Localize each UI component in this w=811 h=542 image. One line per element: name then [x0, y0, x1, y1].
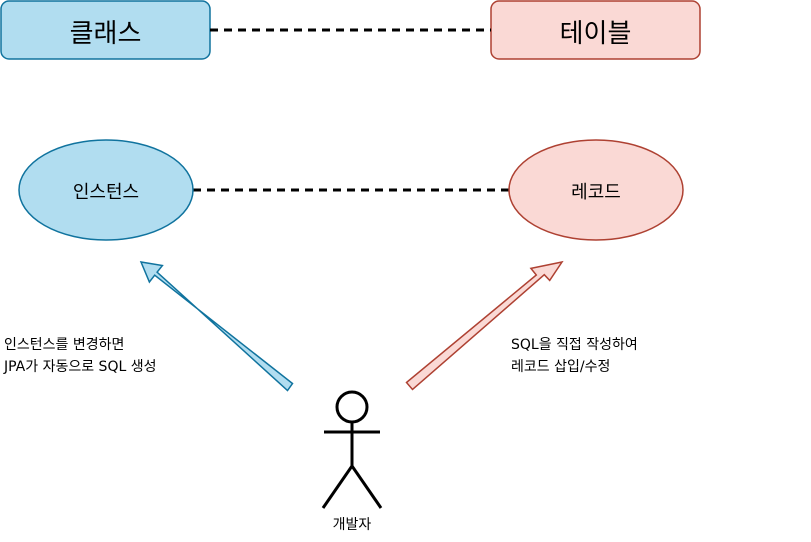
right-note: SQL을 직접 작성하여 레코드 삽입/수정	[511, 334, 638, 378]
instance-ellipse-label: 인스턴스	[72, 182, 140, 203]
table-box-label: 테이블	[559, 19, 632, 49]
record-ellipse[interactable]	[508, 139, 684, 241]
right-arrow	[405, 260, 564, 391]
left-note-line1: 인스턴스를 변경하면	[4, 337, 125, 353]
left-note-line2: JPA가 자동으로 SQL 생성	[4, 359, 157, 375]
actor-right-leg	[350, 465, 383, 509]
instance-ellipse[interactable]	[18, 139, 194, 241]
actor-figure	[321, 390, 383, 509]
actor-head	[335, 390, 369, 424]
right-note-line1: SQL을 직접 작성하여	[511, 337, 638, 353]
left-note: 인스턴스를 변경하면 JPA가 자동으로 SQL 생성	[4, 334, 156, 378]
right-note-line2: 레코드 삽입/수정	[511, 359, 611, 375]
left-arrow	[139, 261, 294, 392]
record-ellipse-label: 레코드	[571, 182, 621, 203]
class-box-label: 클래스	[69, 19, 142, 49]
actor-label: 개발자	[332, 517, 372, 533]
actor-left-leg	[321, 465, 354, 509]
